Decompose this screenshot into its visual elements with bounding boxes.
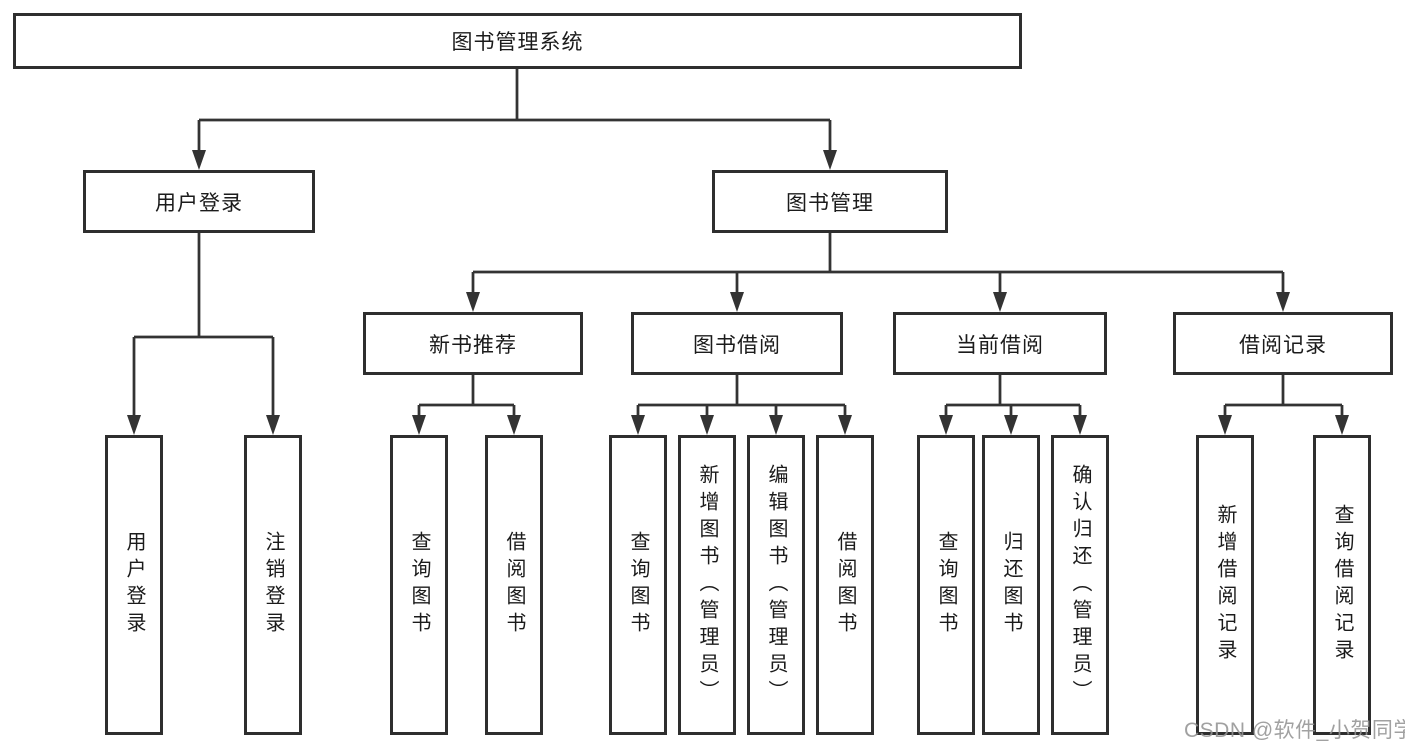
node-label: 归还图书 xyxy=(1000,531,1022,639)
leaf-borrow-books-recommend: 借阅图书 xyxy=(485,435,543,735)
node-label: 查询图书 xyxy=(408,531,430,639)
node-current-borrowing: 当前借阅 xyxy=(893,312,1107,375)
node-label: 查询图书 xyxy=(935,531,957,639)
leaf-query-books-recommend: 查询图书 xyxy=(390,435,448,735)
node-label: 借阅图书 xyxy=(503,531,525,639)
node-borrowing-records: 借阅记录 xyxy=(1173,312,1393,375)
leaf-add-book-admin: 新增图书（管理员） xyxy=(678,435,736,735)
node-label: 确认归还（管理员） xyxy=(1069,463,1091,707)
node-label: 新增借阅记录 xyxy=(1214,504,1236,666)
node-new-book-recommend: 新书推荐 xyxy=(363,312,583,375)
node-book-borrowing: 图书借阅 xyxy=(631,312,843,375)
leaf-user-login: 用户登录 xyxy=(105,435,163,735)
node-book-management: 图书管理 xyxy=(712,170,948,233)
node-label: 注销登录 xyxy=(262,531,284,639)
leaf-add-borrow-record: 新增借阅记录 xyxy=(1196,435,1254,735)
leaf-borrow-books-borrowing: 借阅图书 xyxy=(816,435,874,735)
leaf-logout: 注销登录 xyxy=(244,435,302,735)
leaf-query-books-borrowing: 查询图书 xyxy=(609,435,667,735)
leaf-confirm-return-admin: 确认归还（管理员） xyxy=(1051,435,1109,735)
csdn-watermark: CSDN @软件_小贺同学 xyxy=(1184,719,1405,742)
leaf-return-books: 归还图书 xyxy=(982,435,1040,735)
leaf-edit-book-admin: 编辑图书（管理员） xyxy=(747,435,805,735)
node-label: 用户登录 xyxy=(123,531,145,639)
node-label: 编辑图书（管理员） xyxy=(765,463,787,707)
node-label: 借阅图书 xyxy=(834,531,856,639)
node-user-login: 用户登录 xyxy=(83,170,315,233)
leaf-query-borrow-record: 查询借阅记录 xyxy=(1313,435,1371,735)
leaf-query-books-current: 查询图书 xyxy=(917,435,975,735)
node-book-management-system: 图书管理系统 xyxy=(13,13,1022,69)
node-label: 新增图书（管理员） xyxy=(696,463,718,707)
node-label: 查询借阅记录 xyxy=(1331,504,1353,666)
node-label: 查询图书 xyxy=(627,531,649,639)
